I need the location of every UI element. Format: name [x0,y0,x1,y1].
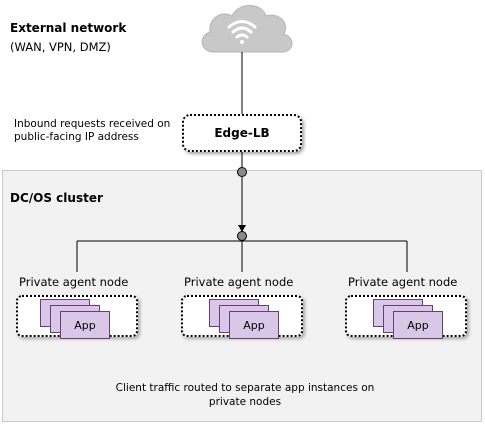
private-agent-node-1: App [16,295,138,339]
edge-lb-label: Edge-LB [214,126,270,140]
node-label-2: Private agent node [184,275,294,289]
cluster-title: DC/OS cluster [10,191,103,205]
node-label-1: Private agent node [19,275,129,289]
client-traffic-note: Client traffic routed to separate app in… [115,382,375,408]
edge-lb-box: Edge-LB [182,114,302,152]
private-agent-node-2: App [181,295,303,339]
inbound-requests-note: Inbound requests received on public-faci… [14,118,171,143]
arrow-down-icon [238,225,246,232]
external-network-title: External network [10,21,127,35]
app-card-front: App [60,311,110,339]
app-label: App [74,318,96,332]
app-card-front: App [229,311,279,339]
external-network-subtitle: (WAN, VPN, DMZ) [10,40,111,54]
app-label: App [243,318,265,332]
connector-dot-icon [237,231,247,241]
node-label-3: Private agent node [348,275,458,289]
app-label: App [407,318,429,332]
private-agent-node-3: App [345,295,467,339]
cloud-wifi-icon [201,5,293,53]
connector-dot-icon [237,167,247,177]
app-card-front: App [393,311,443,339]
